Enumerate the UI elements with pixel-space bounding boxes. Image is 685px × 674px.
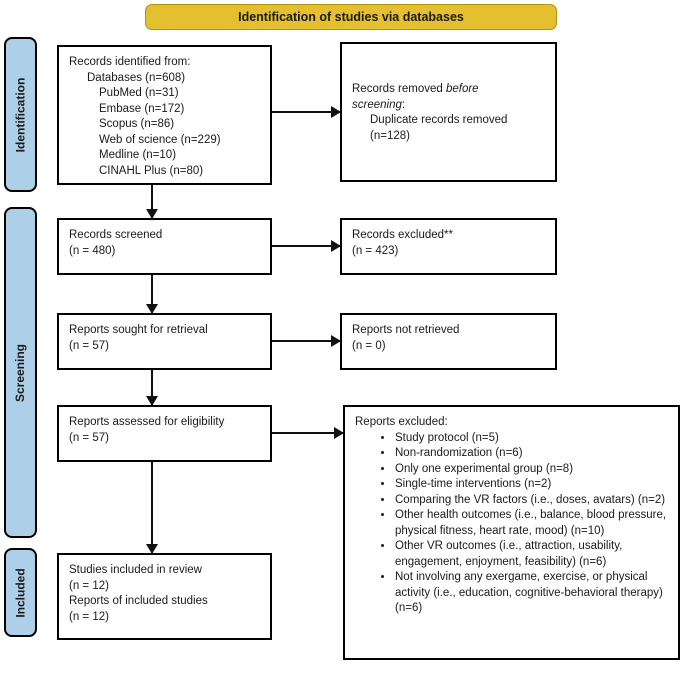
- box-reports-sought: Reports sought for retrieval (n = 57): [57, 313, 272, 370]
- box-reports-assessed: Reports assessed for eligibility (n = 57…: [57, 405, 272, 462]
- arrow-identified-to-removed: [272, 106, 341, 118]
- excluded-reason: Non-randomization (n=6): [394, 446, 672, 462]
- box-reports-excluded: Reports excluded: Study protocol (n=5) N…: [343, 405, 680, 660]
- reports-sought-count: (n = 57): [69, 339, 109, 352]
- arrow-sought-to-assessed: [146, 370, 158, 406]
- box-studies-included: Studies included in review (n = 12) Repo…: [57, 553, 272, 640]
- source-pubmed: PubMed (n=31): [99, 87, 179, 99]
- studies-included-label: Studies included in review: [69, 564, 202, 576]
- reports-not-retrieved-count: (n = 0): [352, 339, 386, 352]
- box-reports-not-retrieved: Reports not retrieved (n = 0): [340, 313, 557, 370]
- source-cinahl: CINAHL Plus (n=80): [99, 164, 204, 177]
- arrow-assessed-to-included: [146, 462, 158, 554]
- records-removed-line1: Records removed before: [352, 83, 479, 95]
- records-screened-count: (n = 480): [69, 244, 116, 257]
- reports-sought-label: Reports sought for retrieval: [69, 324, 208, 336]
- excluded-reason: Only one experimental group (n=8): [394, 462, 672, 478]
- reports-included-label: Reports of included studies: [69, 595, 208, 607]
- stage-identification: Identification: [4, 37, 37, 192]
- duplicates-removed-line2: (n=128): [370, 129, 410, 142]
- source-medline: Medline (n=10): [99, 149, 177, 161]
- excluded-reason: Not involving any exergame, exercise, or…: [394, 570, 672, 617]
- records-excluded-count: (n = 423): [352, 244, 399, 257]
- box-records-removed: Records removed before screening: Duplic…: [340, 42, 557, 182]
- banner-label: Identification of studies via databases: [238, 10, 464, 24]
- arrow-assessed-to-excluded: [272, 427, 344, 439]
- studies-included-count: (n = 12): [69, 579, 109, 592]
- source-scopus: Scopus (n=86): [99, 118, 175, 130]
- stage-included-label: Included: [13, 567, 28, 618]
- box-records-screened: Records screened (n = 480): [57, 218, 272, 275]
- arrow-screened-to-sought: [146, 275, 158, 314]
- reports-excluded-list: Study protocol (n=5) Non-randomization (…: [355, 431, 672, 617]
- reports-included-count: (n = 12): [69, 610, 109, 623]
- source-web-of-science: Web of science (n=229): [99, 133, 221, 146]
- reports-assessed-label: Reports assessed for eligibility: [69, 416, 225, 428]
- records-excluded-label: Records excluded**: [352, 229, 454, 241]
- stage-included: Included: [4, 548, 37, 637]
- excluded-reason: Other health outcomes (i.e., balance, bl…: [394, 508, 672, 539]
- records-identified-databases: Databases (n=608): [87, 71, 186, 84]
- stage-screening-label: Screening: [13, 343, 28, 402]
- duplicates-removed-line1: Duplicate records removed: [370, 114, 508, 126]
- banner-identification-of-studies: Identification of studies via databases: [145, 4, 557, 30]
- records-identified-title: Records identified from:: [69, 56, 191, 68]
- arrow-identified-to-screened: [146, 185, 158, 219]
- reports-not-retrieved-label: Reports not retrieved: [352, 324, 460, 336]
- arrow-sought-to-not-retrieved: [272, 335, 341, 347]
- excluded-reason: Study protocol (n=5): [394, 431, 672, 447]
- box-records-excluded: Records excluded** (n = 423): [340, 218, 557, 275]
- excluded-reason: Single-time interventions (n=2): [394, 477, 672, 493]
- box-records-identified: Records identified from: Databases (n=60…: [57, 45, 272, 185]
- excluded-reason: Comparing the VR factors (i.e., doses, a…: [394, 493, 672, 509]
- excluded-reason: Other VR outcomes (i.e., attraction, usa…: [394, 539, 672, 570]
- reports-excluded-title: Reports excluded:: [355, 416, 448, 428]
- records-screened-label: Records screened: [69, 229, 163, 241]
- stage-identification-label: Identification: [13, 77, 28, 152]
- stage-screening: Screening: [4, 207, 37, 538]
- arrow-screened-to-excluded: [272, 240, 341, 252]
- records-removed-line2: screening:: [352, 98, 406, 111]
- source-embase: Embase (n=172): [99, 102, 185, 115]
- reports-assessed-count: (n = 57): [69, 431, 109, 444]
